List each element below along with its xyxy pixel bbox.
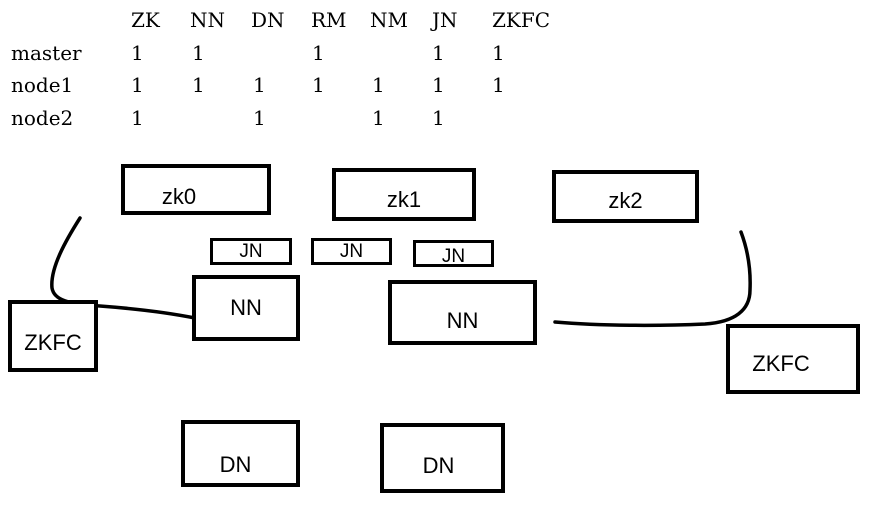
zkfc-left-box: ZKFC: [8, 300, 98, 372]
col-header-dn: DN: [251, 8, 285, 32]
col-header-zkfc: ZKFC: [492, 8, 551, 32]
table-cell: 1: [131, 106, 144, 130]
row-host-node1: node1: [11, 73, 74, 97]
table-cell: 1: [492, 73, 505, 97]
zk1-box: zk1: [332, 168, 476, 221]
zk1-label: zk1: [386, 186, 422, 212]
table-cell: 1: [131, 73, 144, 97]
jn1-label: JN: [239, 240, 263, 262]
table-cell: 1: [253, 106, 266, 130]
nn-right-label: NN: [446, 307, 479, 333]
jn1-box: JN: [210, 238, 292, 265]
zk2-label: zk2: [608, 187, 643, 213]
dn-left-box: DN: [181, 420, 300, 487]
table-cell: 1: [432, 73, 445, 97]
connector-zk2-zkfc-nn: [553, 230, 752, 328]
nn-left-label: NN: [230, 295, 262, 320]
table-cell: 1: [492, 41, 505, 65]
table-cell: 1: [312, 73, 325, 97]
table-cell: 1: [372, 73, 385, 97]
table-cell: 1: [372, 106, 385, 130]
zkfc-left-label: ZKFC: [24, 330, 82, 355]
col-header-zk: ZK: [131, 8, 160, 32]
zkfc-right-box: ZKFC: [726, 324, 860, 394]
table-cell: 1: [192, 41, 205, 65]
table-cell: 1: [131, 41, 144, 65]
table-cell: 1: [432, 106, 445, 130]
jn3-box: JN: [413, 240, 494, 267]
col-header-nm: NM: [370, 8, 408, 32]
table-cell: 1: [432, 41, 445, 65]
row-host-node2: node2: [11, 106, 74, 130]
row-host-master: master: [11, 41, 82, 65]
col-header-jn: JN: [432, 8, 458, 32]
col-header-nn: NN: [190, 8, 225, 32]
jn3-label: JN: [441, 245, 466, 267]
dn-right-label: DN: [422, 453, 455, 478]
nn-right-box: NN: [388, 280, 537, 345]
table-cell: 1: [192, 73, 205, 97]
dn-left-label: DN: [219, 451, 252, 477]
jn2-box: JN: [311, 238, 392, 265]
nn-left-box: NN: [192, 275, 300, 341]
zk0-label: zk0: [161, 183, 197, 209]
table-cell: 1: [312, 41, 325, 65]
zk0-box: zk0: [121, 164, 271, 215]
table-cell: 1: [253, 73, 266, 97]
zk2-box: zk2: [552, 170, 699, 223]
zkfc-right-label: ZKFC: [752, 351, 810, 376]
dn-right-box: DN: [380, 423, 505, 493]
jn2-label: JN: [339, 240, 364, 262]
col-header-rm: RM: [311, 8, 347, 32]
